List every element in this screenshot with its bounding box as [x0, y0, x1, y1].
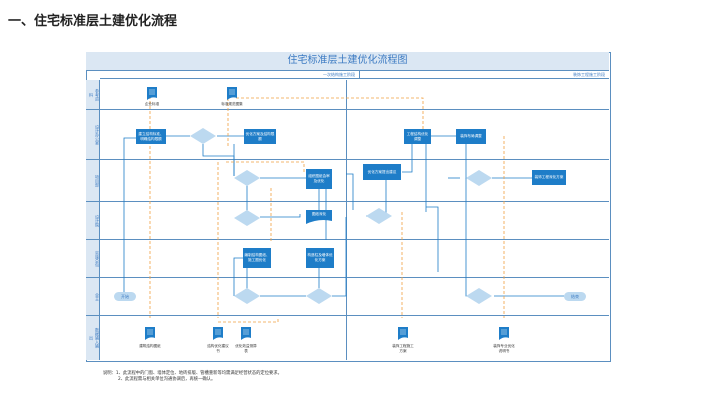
document-icon [147, 87, 157, 100]
decision-diamond [366, 208, 392, 224]
process-box: 装饰工程深化方案 [532, 170, 566, 185]
lane-label: 数据输入输出 [89, 328, 100, 348]
process-box: 编制结构图纸、施工图优化 [243, 248, 271, 268]
document-icon [398, 327, 408, 340]
decision-diamond [234, 210, 260, 226]
lane-label: 设计办公室 [95, 124, 100, 145]
diagram-title: 住宅标准层土建优化流程图 [86, 52, 609, 71]
decision-diamond [234, 288, 260, 304]
lane-data-io: 数据输入输出 [86, 316, 609, 360]
footnote-1: 说明：1、此流程中的门窗、墙体定位、地砖排版、管槽重新等均需满足经营状态的定位要… [103, 371, 282, 376]
lane-reference: 参考资料 [86, 80, 609, 110]
lane-design-office: 设计办公室 [86, 110, 609, 160]
lane-label: 项目部 [95, 174, 100, 187]
process-box: 优化方案及结构限额 [244, 129, 276, 144]
footnote-2: 2、此流程需与相关单位沟通协调后，再统一确认。 [118, 377, 216, 382]
flowchart: 住宅标准层土建优化流程图 一次结构施工阶段 装饰工程施工阶段 参考资料 设计办公… [86, 52, 611, 362]
decision-diamond [234, 170, 260, 186]
document-icon [145, 327, 155, 340]
lane-label: 设计院 [95, 214, 100, 227]
doc-label: 结构优化建议书 [207, 344, 229, 353]
lane-design-institute: 设计院 [86, 202, 609, 240]
page-title: 一、住宅标准层土建优化流程 [8, 14, 178, 29]
process-box: 装饰布局调整 [456, 129, 486, 144]
lane-contractor: 实施总包 [86, 240, 609, 278]
lane-owner: 业主 [86, 278, 609, 316]
process-box-label: 图纸深化 [311, 212, 327, 216]
document-icon [213, 327, 223, 340]
phase-label-structure: 一次结构施工阶段 [100, 71, 360, 79]
decision-diamond [190, 128, 216, 144]
process-box: 工程结构优化调整 [404, 129, 431, 144]
start-terminal: 开始 [114, 292, 136, 301]
doc-label: 装饰工程施工方案 [392, 344, 414, 353]
end-terminal: 结束 [564, 292, 586, 301]
document-box [306, 210, 332, 224]
doc-label: 企业标准 [144, 102, 160, 106]
document-icon [241, 327, 251, 340]
document-icon [499, 327, 509, 340]
process-box: 组织图纸会审及优化 [306, 169, 332, 189]
decision-diamond [466, 170, 492, 186]
lane-project-dept: 项目部 [86, 160, 609, 202]
phase-divider [346, 80, 347, 360]
doc-label: 装饰专业优化说明书 [493, 344, 515, 353]
lane-label: 业主 [95, 292, 100, 301]
process-box: 优化方案提出建议 [363, 164, 401, 180]
document-icon [227, 87, 237, 100]
decision-diamond [466, 288, 492, 304]
lane-label: 实施总包 [95, 250, 100, 267]
connector-lines [123, 96, 564, 323]
process-box: 建立结构标准、明确结构限额 [136, 129, 166, 144]
doc-label: 建筑结构图纸 [139, 344, 161, 348]
doc-label: 标准规范图集 [221, 102, 243, 106]
process-box: 构造柱及墙体优化方案 [306, 248, 334, 268]
phase-label-decoration: 装饰工程施工阶段 [360, 71, 609, 79]
doc-label: 优化效益测算表 [235, 344, 257, 353]
decision-diamond [306, 288, 332, 304]
lane-label: 参考资料 [89, 88, 100, 101]
